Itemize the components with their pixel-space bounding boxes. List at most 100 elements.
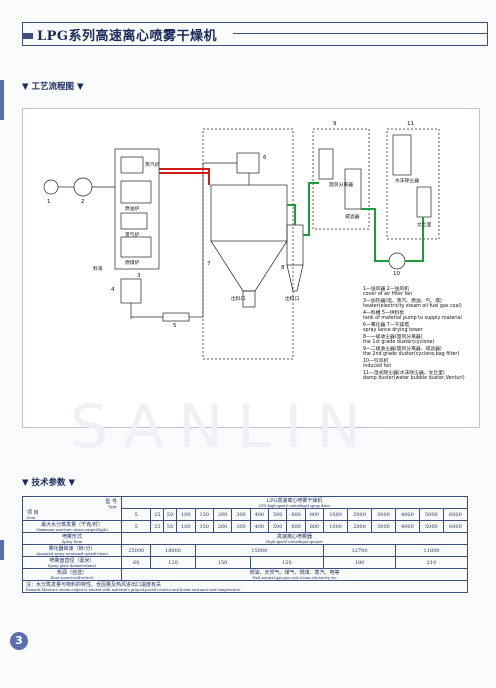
model-cell: 5 [120, 508, 152, 521]
bag-filter [344, 168, 362, 210]
row-value: 300 [231, 520, 251, 533]
triangle-down-icon: ▼ [65, 478, 76, 488]
outlet-2-label: 出料口 [285, 297, 300, 302]
heater-elec-label: 蒸汽炉 [145, 163, 160, 168]
row-label: 最大水分蒸发量（千克/时）Maximum moisture steam outp… [22, 520, 122, 533]
heater-coal-box [120, 236, 152, 258]
heater-steam-label: 燃油炉 [125, 207, 140, 212]
row-value: 500 [268, 520, 288, 533]
section-label: 技术参数 [31, 478, 66, 488]
heater-elec-box [120, 156, 144, 174]
row-value: 6000 [442, 520, 469, 533]
tower-body [210, 184, 288, 242]
legend-line: 6—雾化器 7—干燥塔 [363, 323, 410, 328]
table-row: 雾化器转速（转/分）Atomized spray rotational spee… [22, 544, 469, 557]
heater-gas-box [120, 212, 148, 230]
cyclone-label: 旋风分离器 [329, 183, 353, 188]
number-label: 1 [47, 199, 51, 205]
row-value: 11800 [394, 544, 469, 557]
number-label: 8 [281, 265, 285, 271]
row-value: 18000 [150, 544, 196, 557]
model-cell: 200 [212, 508, 233, 521]
row-value: 15000 [194, 544, 325, 557]
row-value: 180 [323, 556, 396, 569]
row-value: 3000 [371, 520, 396, 533]
row-value: 200 [212, 520, 233, 533]
model-cell: 6000 [442, 508, 469, 521]
legend-line: the 2nd grade duster(cyclone,bag filter) [363, 352, 460, 357]
legend-line: tank of material pump to supply material [363, 316, 462, 321]
model-cell: 50 [163, 508, 178, 521]
second-duster-frame [312, 128, 370, 230]
model-cell: 25 [150, 508, 165, 521]
number-label: 11 [407, 121, 414, 127]
fan-symbol [73, 177, 93, 197]
row-value: 800 [304, 520, 325, 533]
page-title: LPG系列高速离心喷雾干燥机 [37, 29, 218, 44]
feed-tank [120, 278, 142, 304]
venturi-label: 文丘里 [417, 223, 432, 228]
legend-line: the 1st grade duster(cyclone) [363, 340, 435, 345]
venturi [416, 186, 432, 218]
row-label: 喷雾盘直径（毫米）Spray plate diameter(mm) [22, 556, 122, 569]
number-label: 3 [137, 273, 141, 279]
process-flow-diagram: 1 2 3 4 5 6 7 8 9 10 11 蒸汽炉 燃油炉 蒸气炉 燃煤炉 … [22, 108, 480, 428]
atomizer-box [236, 152, 260, 174]
row-value: 50 [163, 520, 178, 533]
number-label: 4 [111, 287, 115, 293]
exhaust-duct-3 [361, 208, 389, 262]
legend-line: 9—二级收尘器(旋风分离器、袋滤器) [363, 347, 442, 352]
legend-line: 4—料槽 5—供料泵 [363, 311, 405, 316]
coal-label: 燃煤炉 [125, 261, 140, 266]
flow-diagram-svg [43, 128, 440, 360]
row-value: 400 [249, 520, 270, 533]
model-cell: 100 [176, 508, 196, 521]
heater-steam-box [120, 180, 152, 204]
induced-fan-symbol [388, 252, 406, 270]
watermark: SANLIN [70, 392, 376, 462]
legend-line: 1—送风器 2—送风机 [363, 287, 410, 292]
section-heading-specs: ▼ 技术参数 ▼ [22, 476, 75, 488]
table-row: 最大水分蒸发量（千克/时）Maximum moisture steam outp… [22, 520, 469, 533]
row-value: 25000 [120, 544, 152, 557]
triangle-down-icon: ▼ [22, 478, 32, 488]
model-cell: 5000 [418, 508, 444, 521]
legend-line: 3—加热器(电、蒸汽、燃油、气、煤) [363, 299, 442, 304]
cyclone-1-cone [286, 264, 304, 292]
table-row: 喷雾盘直径（毫米）Spray plate diameter(mm) 60 120… [22, 556, 469, 569]
legend-line: 10—引风机 [363, 359, 389, 364]
section-label: 工艺流程图 [31, 82, 75, 92]
row-label: 雾化器转速（转/分）Atomized spray rotational spee… [22, 544, 122, 557]
model-cell: 400 [249, 508, 270, 521]
row-value: 210 [394, 556, 469, 569]
row-value: 5000 [418, 520, 444, 533]
exhaust-duct-1 [287, 204, 296, 225]
feed-label: 料液 [93, 267, 103, 272]
hot-air-duct [159, 168, 210, 185]
heater-group-frame [114, 148, 160, 270]
legend-line: 8—一级收尘器(旋风分离器) [363, 335, 423, 340]
row-value: 25 [150, 520, 165, 533]
steam-label: 蒸气炉 [125, 233, 140, 238]
number-label: 7 [207, 261, 211, 267]
row-value: 100 [176, 520, 196, 533]
feed-pump [162, 312, 190, 322]
row-value: 2000 [347, 520, 373, 533]
model-cell: 3000 [371, 508, 396, 521]
model-cell: 2000 [347, 508, 373, 521]
legend-line: 11—湿式除尘器(水沫除尘器、文丘里) [363, 371, 445, 376]
row-value: 12700 [323, 544, 396, 557]
row-value: 150 [194, 520, 214, 533]
title-box: LPG系列高速离心喷雾干燥机 [22, 22, 488, 46]
model-cell: 300 [231, 508, 251, 521]
